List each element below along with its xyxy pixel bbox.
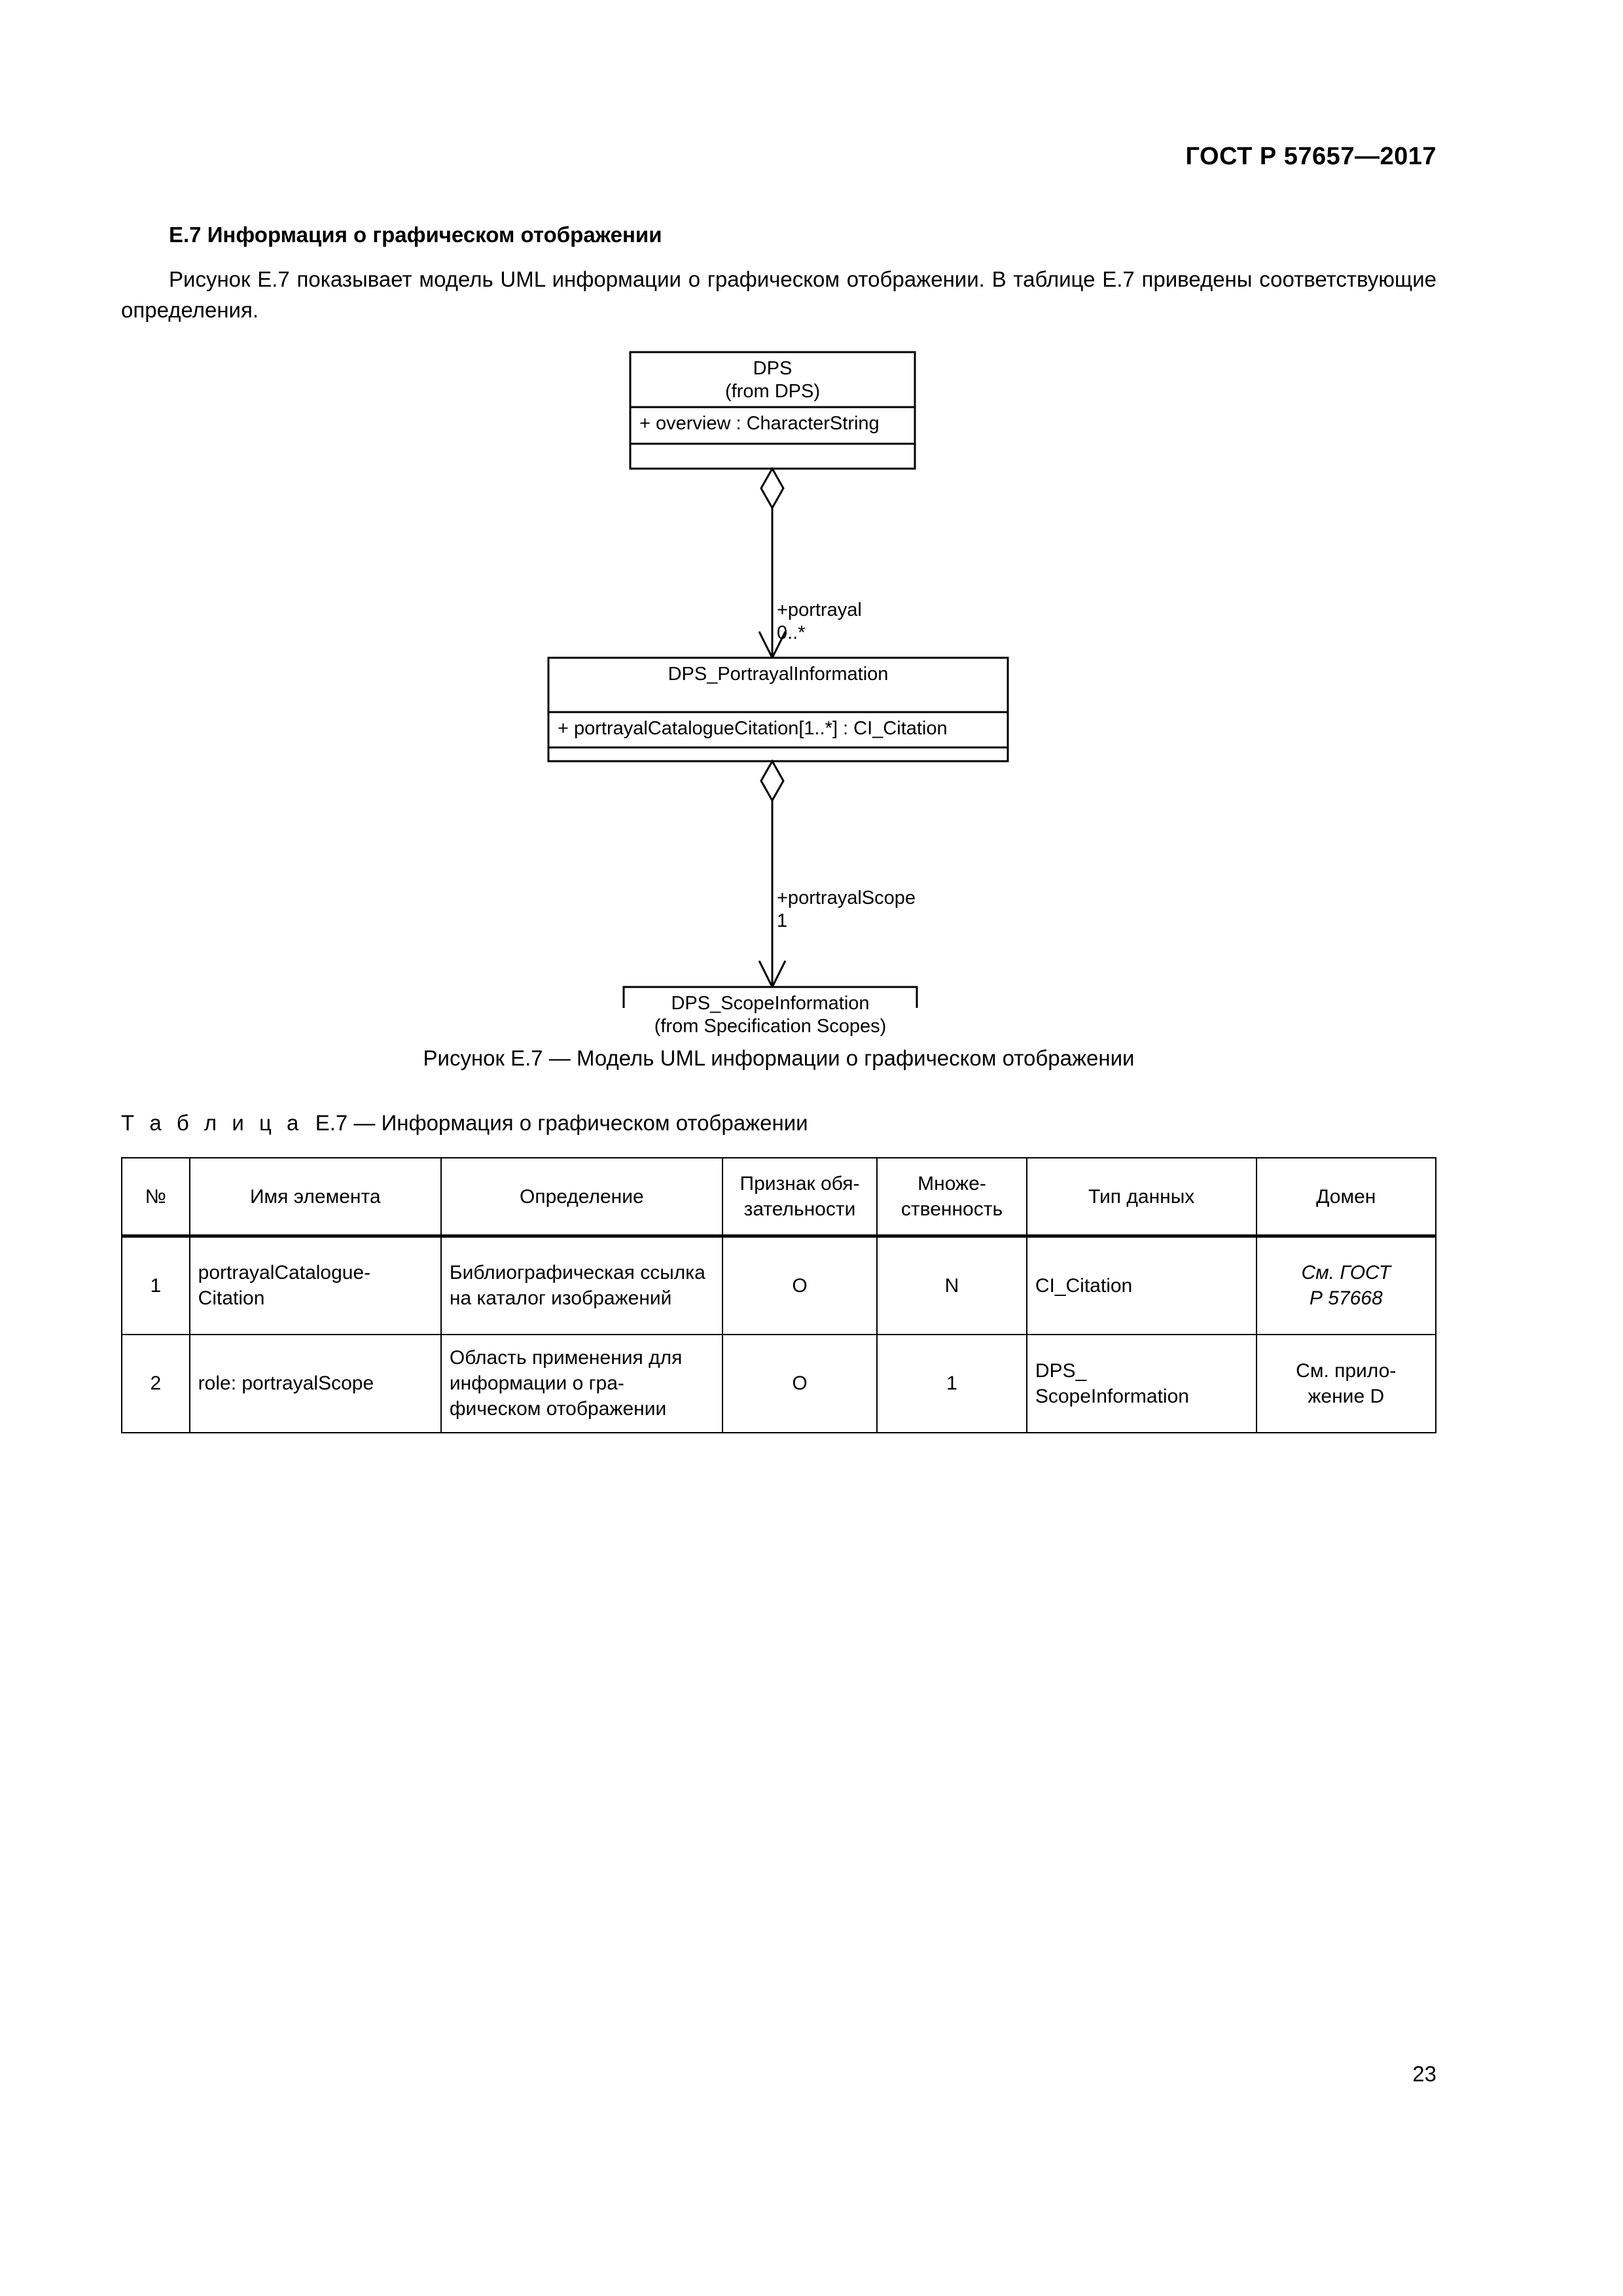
cell-multiplicity: 1 [876,1333,1027,1433]
column-header-obligation-line1: Признак обя- [740,1173,860,1194]
uml-association-portrayal [758,466,787,660]
cell-definition: Область применения для информации о гра-… [440,1333,723,1433]
column-header-number-line1: № [145,1185,166,1208]
section-content: E.7 Информация о графическом отображении… [121,223,1436,326]
column-header-multiplicity-line2: ственность [901,1198,1003,1220]
uml-class-diagram: DPS (from DPS) + overview : CharacterStr… [121,334,1436,1037]
table-caption-label: Т а б л и ц а [121,1111,304,1135]
cell-data-type: CI_Citation [1026,1235,1257,1335]
uml-class-scope-information-stereotype: (from Specification Scopes) [654,1015,887,1037]
column-header-definition: Определение [440,1157,723,1238]
uml-association-portrayal-scope-role: +portrayalScope [777,888,916,908]
column-header-multiplicity: Множе- ственность [876,1157,1027,1238]
table-header-row: № Имя элемента Определение Признак обя- … [121,1157,1436,1238]
cell-domain: См. прило-жение D [1255,1333,1436,1433]
column-header-number: № [121,1157,190,1238]
column-header-data-type-line1: Тип данных [1088,1185,1195,1208]
column-header-data-type: Тип данных [1026,1157,1257,1238]
table-caption-title: E.7 — Информация о графическом отображен… [315,1111,808,1135]
cell-element-name: portrayalCatalogue-Citation [188,1235,442,1335]
table-caption: Т а б л и ц а E.7 — Информация о графиче… [121,1111,808,1136]
column-header-element-name-line1: Имя элемента [249,1185,381,1208]
column-header-multiplicity-line1: Множе- [918,1173,986,1194]
uml-diagram-canvas [547,351,1009,1008]
figure-caption: Рисунок E.7 — Модель UML информации о гр… [423,1046,1135,1070]
uml-association-portrayal-scope-label: +portrayalScope 1 [777,887,916,933]
uml-association-portrayal-role: +portrayal [777,600,862,620]
page-number: 23 [1412,2062,1436,2086]
column-header-obligation: Признак обя- зательности [721,1157,878,1238]
uml-class-box-scope-information [622,986,918,1008]
uml-class-box-portrayal-information [547,656,1009,762]
uml-class-dps-stereotype: (from DPS) [725,380,820,402]
column-header-definition-line1: Определение [520,1185,644,1208]
cell-number: 2 [121,1333,190,1433]
cell-data-type: DPS_ScopeInformation [1026,1333,1257,1433]
table-row: 2 role: portrayalScope Область применени… [121,1333,1436,1433]
uml-class-scope-information-header: DPS_ScopeInformation (from Specification… [624,992,917,1038]
uml-class-dps-name: DPS [753,358,793,379]
uml-association-portrayal-scope-multiplicity: 1 [777,910,788,932]
cell-multiplicity: N [876,1235,1027,1335]
cell-obligation: O [721,1235,878,1335]
document-header-standard-number: ГОСТ Р 57657—2017 [1185,143,1436,170]
table-row: 1 portrayalCatalogue-Citation Библиограф… [121,1235,1436,1335]
column-header-obligation-line2: зательности [743,1198,856,1220]
column-header-domain-line1: Домен [1316,1185,1376,1208]
table-header: № Имя элемента Определение Признак обя- … [121,1157,1436,1238]
uml-class-dps-header: DPS (from DPS) [630,357,915,403]
uml-association-portrayal-multiplicity: 0..* [777,622,806,644]
portrayal-information-table: № Имя элемента Определение Признак обя- … [121,1157,1436,1433]
uml-association-portrayal-label: +portrayal 0..* [777,599,862,645]
uml-class-scope-information-name: DPS_ScopeInformation [671,993,870,1014]
uml-class-box-dps [629,351,916,470]
section-paragraph: Рисунок E.7 показывает модель UML информ… [121,267,1436,322]
cell-number: 1 [121,1235,190,1335]
cell-element-name: role: portrayalScope [188,1333,442,1433]
uml-association-portrayal-scope [758,759,787,990]
section-heading: E.7 Информация о графическом отображении [169,223,662,247]
cell-definition: Библиографическая ссылка на каталог изоб… [440,1235,723,1335]
column-header-element-name: Имя элемента [188,1157,442,1238]
column-header-domain: Домен [1255,1157,1436,1238]
uml-class-portrayal-information-name: DPS_PortrayalInformation [668,664,889,685]
uml-class-dps-attribute: + overview : CharacterString [639,413,880,434]
cell-obligation: O [721,1333,878,1433]
table-container: № Имя элемента Определение Признак обя- … [121,1157,1436,1433]
uml-class-portrayal-information-attribute: + portrayalCatalogueCitation[1..*] : CI_… [558,718,948,739]
table-body: 1 portrayalCatalogue-Citation Библиограф… [121,1235,1436,1433]
